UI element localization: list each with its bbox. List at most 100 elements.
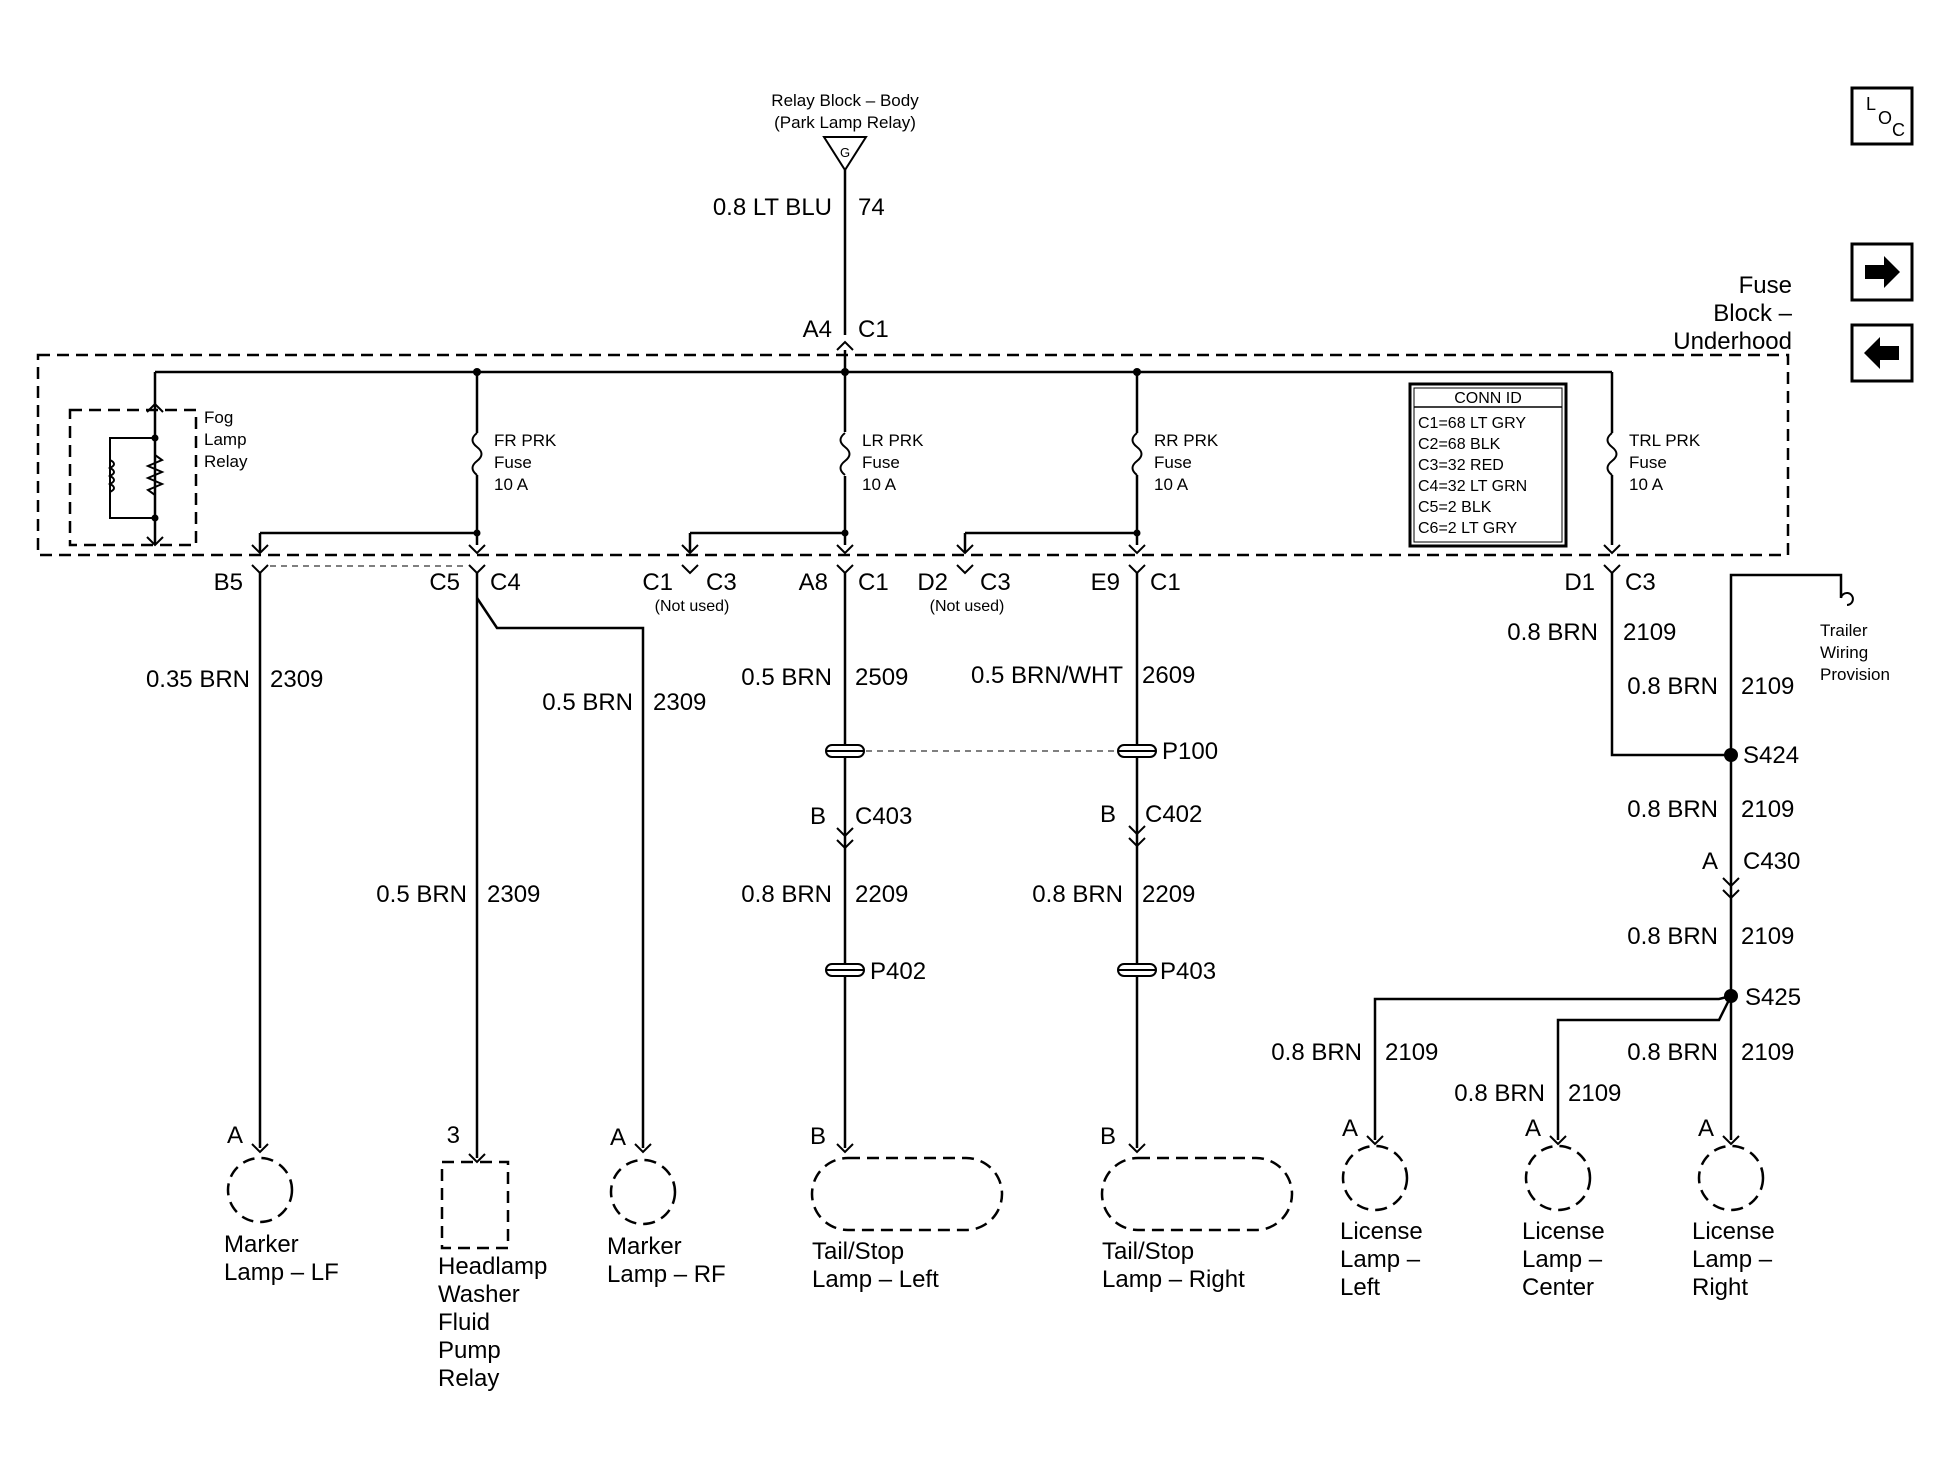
washer-relay-label-3: Fluid	[438, 1309, 490, 1336]
wire-license-center	[1556, 995, 1733, 1140]
fuse-rr-name: RR PRK	[1154, 431, 1219, 450]
source-label-line1: Relay Block – Body	[771, 91, 919, 110]
fog-relay-coil-loop	[109, 437, 155, 519]
splice-p100-right-icon	[1117, 744, 1157, 758]
license-center-pin: A	[1525, 1115, 1541, 1142]
pin-c1-a8: C1	[858, 569, 889, 596]
source-label-line2: (Park Lamp Relay)	[774, 113, 916, 132]
trailer-label-2: Wiring	[1820, 643, 1868, 662]
pin-d1: D1	[1564, 569, 1595, 596]
license-right-label-2: Lamp –	[1692, 1246, 1773, 1273]
prev-page-button[interactable]	[1850, 323, 1914, 383]
wire-2109-lower-size: 0.8 BRN	[1627, 923, 1718, 950]
fuse-trl-name: TRL PRK	[1629, 431, 1701, 450]
source-terminal-symbol	[822, 136, 868, 172]
washer-relay-pin-symbol	[468, 1153, 486, 1164]
washer-relay-label-4: Pump	[438, 1337, 501, 1364]
fog-relay-label-1: Fog	[204, 408, 233, 427]
tail-right-pin: B	[1100, 1123, 1116, 1150]
trailer-label-1: Trailer	[1820, 621, 1868, 640]
c402-name: C402	[1145, 801, 1202, 828]
wire-2109-lic-center-size: 0.8 BRN	[1454, 1080, 1545, 1107]
conn-id-row-1: C1=68 LT GRY	[1418, 415, 1526, 432]
tail-left-pin: B	[810, 1123, 826, 1150]
splice-s424: S424	[1743, 742, 1799, 769]
fuse-block-title-2: Block –	[1713, 300, 1792, 327]
wire-2209-left-size: 0.8 BRN	[741, 881, 832, 908]
pin-d2-unused: D2	[917, 569, 948, 596]
c403-pin: B	[810, 803, 826, 830]
fuse-rr-sub: Fuse	[1154, 453, 1192, 472]
marker-lamp-lf-icon	[226, 1156, 294, 1224]
not-used-label-2: (Not used)	[930, 598, 1005, 615]
tail-left-label-1: Tail/Stop	[812, 1238, 904, 1265]
pin-c1-unused: C1	[642, 569, 673, 596]
splice-p403: P403	[1160, 958, 1216, 985]
fuse-block-title-1: Fuse	[1739, 272, 1792, 299]
fuse-lr-sub: Fuse	[862, 453, 900, 472]
splice-s425: S425	[1745, 984, 1801, 1011]
loc-button[interactable]: L O C	[1850, 86, 1914, 146]
wire-2309-rf-circuit: 2309	[653, 689, 706, 716]
pin-c4: C4	[490, 569, 521, 596]
license-left-label-1: License	[1340, 1218, 1423, 1245]
trl-prk-fuse-icon	[1606, 432, 1618, 476]
c430-pin: A	[1702, 848, 1718, 875]
conn-id-row-4: C4=32 LT GRN	[1418, 478, 1527, 495]
wire-2109-lic-left-circuit: 2109	[1385, 1039, 1438, 1066]
fog-relay-node-top	[151, 434, 159, 442]
source-terminal-letter: G	[840, 145, 850, 160]
tail-right-pin-symbol	[1128, 1143, 1146, 1154]
next-page-button[interactable]	[1850, 242, 1914, 302]
c430-pin-lower	[1722, 889, 1740, 900]
wire-2309-washer-circuit: 2309	[487, 881, 540, 908]
wire-2109-lic-center-circuit: 2109	[1568, 1080, 1621, 1107]
fog-relay-node-bottom	[151, 514, 159, 522]
tail-left-pin-symbol	[836, 1143, 854, 1154]
conn-id-row-3: C3=32 RED	[1418, 457, 1504, 474]
fuse-fr-sub: Fuse	[494, 453, 532, 472]
c403-pin-upper	[836, 827, 854, 838]
wire-2309-rf-size: 0.5 BRN	[542, 689, 633, 716]
fuse-fr-name: FR PRK	[494, 431, 557, 450]
wire-2109-lic-right-size: 0.8 BRN	[1627, 1039, 1718, 1066]
wire-2209-right-circuit: 2209	[1142, 881, 1195, 908]
splice-p402: P402	[870, 958, 926, 985]
fog-relay-label-3: Relay	[204, 452, 248, 471]
washer-relay-pin: 3	[447, 1122, 460, 1149]
c402-pin-lower	[1128, 837, 1146, 848]
wire-2509-size: 0.5 BRN	[741, 664, 832, 691]
c402-pin-upper	[1128, 825, 1146, 836]
marker-rf-label-1: Marker	[607, 1233, 682, 1260]
license-center-label-2: Lamp –	[1522, 1246, 1603, 1273]
splice-p403-icon	[1117, 963, 1157, 977]
washer-relay-label-5: Relay	[438, 1365, 499, 1392]
wire-2309-washer-size: 0.5 BRN	[376, 881, 467, 908]
pin-a8: A8	[799, 569, 828, 596]
conn-id-row-2: C2=68 BLK	[1418, 436, 1501, 453]
c430-pin-upper	[1722, 877, 1740, 888]
pin-c3-d1: C3	[1625, 569, 1656, 596]
loc-letter-c: C	[1892, 120, 1905, 140]
conn-id-table: CONN ID C1=68 LT GRY C2=68 BLK C3=32 RED…	[1408, 382, 1568, 548]
pin-e9: E9	[1091, 569, 1120, 596]
wire-2309-lf-circuit: 2309	[270, 666, 323, 693]
conn-id-row-6: C6=2 LT GRY	[1418, 520, 1517, 537]
c430-name: C430	[1743, 848, 1800, 875]
fog-relay-pin-top	[146, 402, 164, 413]
wire-license-left	[1373, 994, 1732, 1140]
wire-2109-lower-circuit: 2109	[1741, 923, 1794, 950]
license-center-label-3: Center	[1522, 1274, 1594, 1301]
splice-p402-icon	[825, 963, 865, 977]
marker-lf-label-1: Marker	[224, 1231, 299, 1258]
splice-p100: P100	[1162, 738, 1218, 765]
fog-lamp-relay-box	[68, 408, 198, 547]
wire-2309-lf-size: 0.35 BRN	[146, 666, 250, 693]
bus-junction	[841, 368, 849, 376]
license-center-pin-symbol	[1549, 1135, 1567, 1146]
tail-right-label-1: Tail/Stop	[1102, 1238, 1194, 1265]
wire-source-circuit: 74	[858, 194, 885, 221]
fuse-fr-rating: 10 A	[494, 475, 529, 494]
wire-2109-mid-circuit: 2109	[1741, 796, 1794, 823]
